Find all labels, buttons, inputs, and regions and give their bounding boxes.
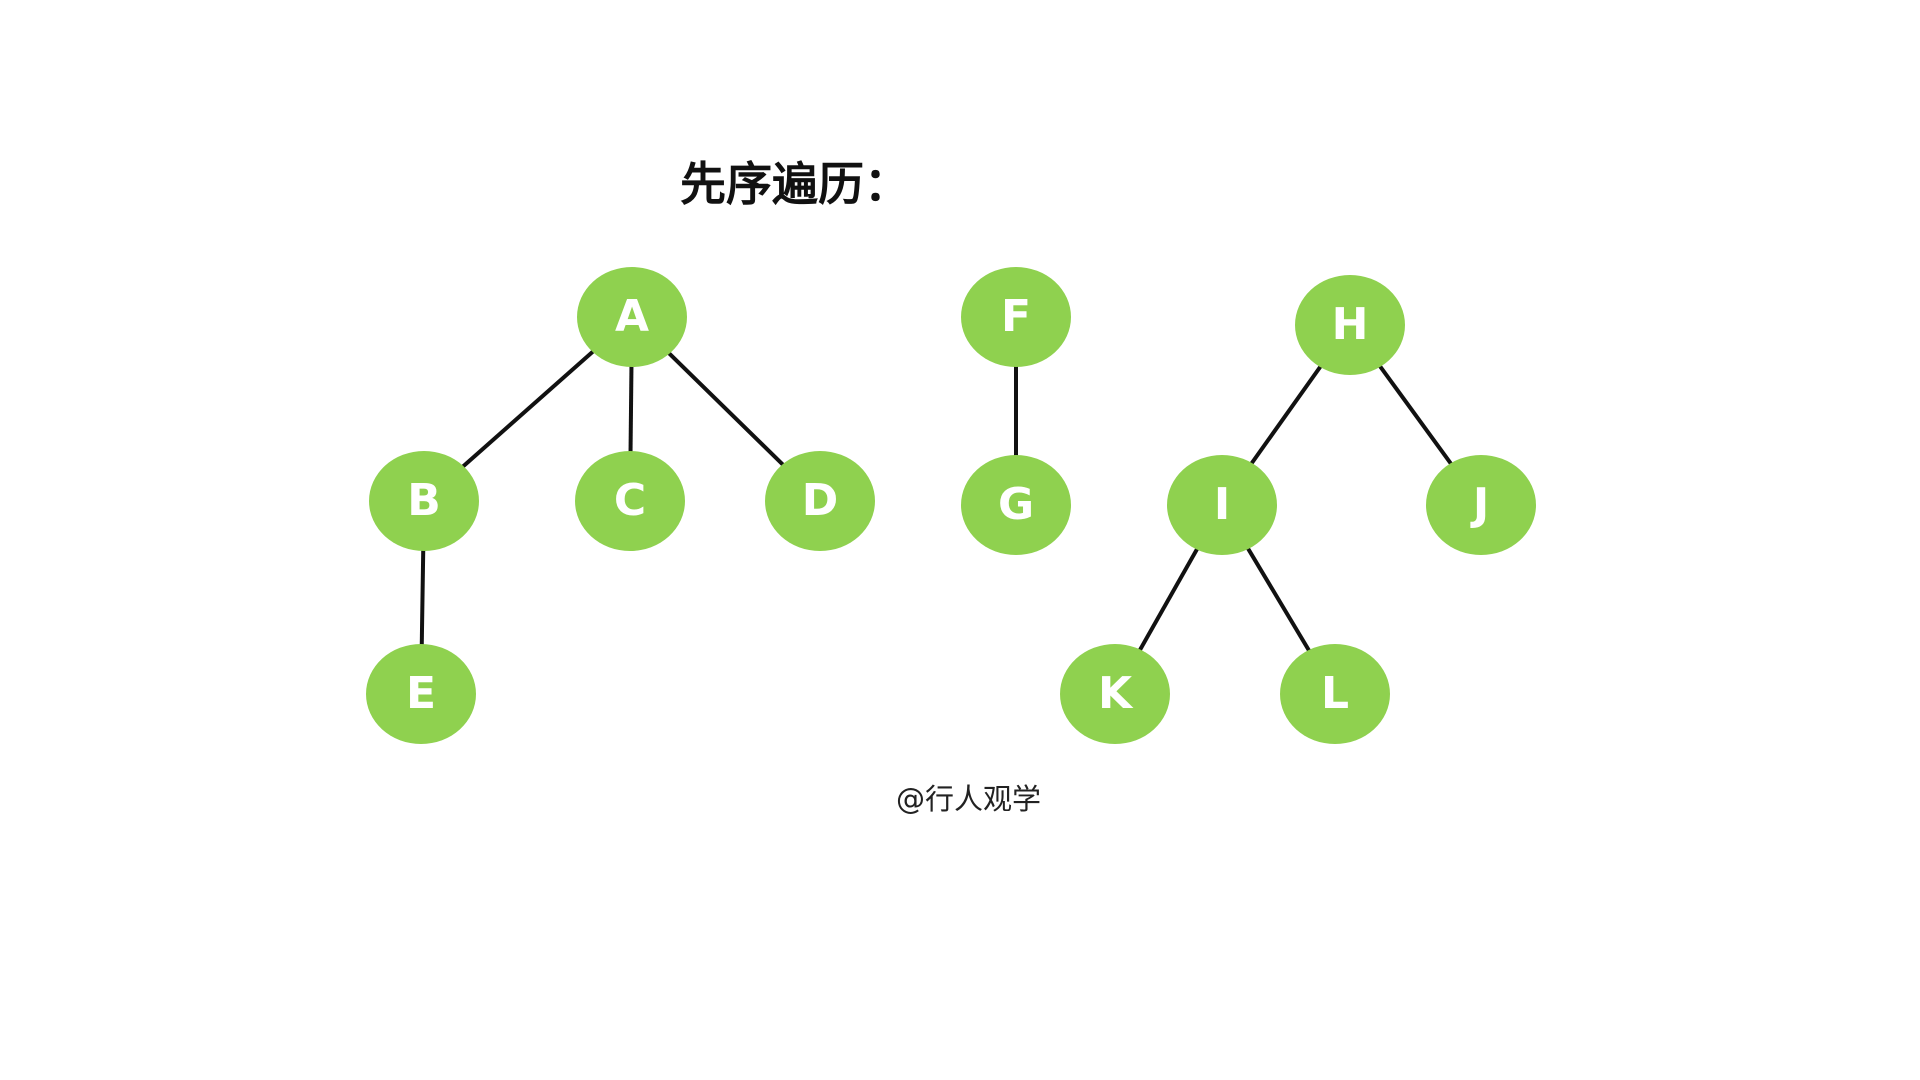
node-circle bbox=[366, 644, 476, 744]
node-circle bbox=[1060, 644, 1170, 744]
node-label: I bbox=[1214, 479, 1230, 530]
tree-node-d: D bbox=[765, 451, 875, 551]
node-label: C bbox=[614, 475, 646, 526]
node-label: J bbox=[1470, 479, 1489, 530]
tree-node-h: H bbox=[1295, 275, 1405, 375]
node-label: K bbox=[1098, 668, 1134, 719]
node-circle bbox=[1280, 644, 1390, 744]
node-label: G bbox=[998, 479, 1034, 530]
node-circle bbox=[369, 451, 479, 551]
tree-node-c: C bbox=[575, 451, 685, 551]
node-label: D bbox=[802, 475, 839, 526]
tree-node-a: A bbox=[577, 267, 687, 367]
node-circle bbox=[577, 267, 687, 367]
node-label: A bbox=[615, 291, 649, 342]
node-circle bbox=[1426, 455, 1536, 555]
node-circle bbox=[961, 267, 1071, 367]
node-circle bbox=[961, 455, 1071, 555]
node-circle bbox=[1167, 455, 1277, 555]
diagram-title: 先序遍历： bbox=[680, 157, 910, 211]
tree-node-k: K bbox=[1060, 644, 1170, 744]
node-label: B bbox=[407, 475, 441, 526]
node-circle bbox=[575, 451, 685, 551]
node-circle bbox=[1295, 275, 1405, 375]
watermark-text: @行人观学 bbox=[896, 782, 1042, 816]
node-label: F bbox=[1001, 291, 1031, 342]
tree-node-b: B bbox=[369, 451, 479, 551]
node-circle bbox=[765, 451, 875, 551]
tree-node-f: F bbox=[961, 267, 1071, 367]
node-label: H bbox=[1332, 299, 1369, 350]
tree-node-l: L bbox=[1280, 644, 1390, 744]
tree-node-e: E bbox=[366, 644, 476, 744]
tree-node-i: I bbox=[1167, 455, 1277, 555]
nodes-layer: A B C D E F G H I J K L bbox=[366, 267, 1536, 744]
tree-node-g: G bbox=[961, 455, 1071, 555]
node-label: E bbox=[406, 668, 436, 719]
tree-node-j: J bbox=[1426, 455, 1536, 555]
node-label: L bbox=[1321, 668, 1349, 719]
